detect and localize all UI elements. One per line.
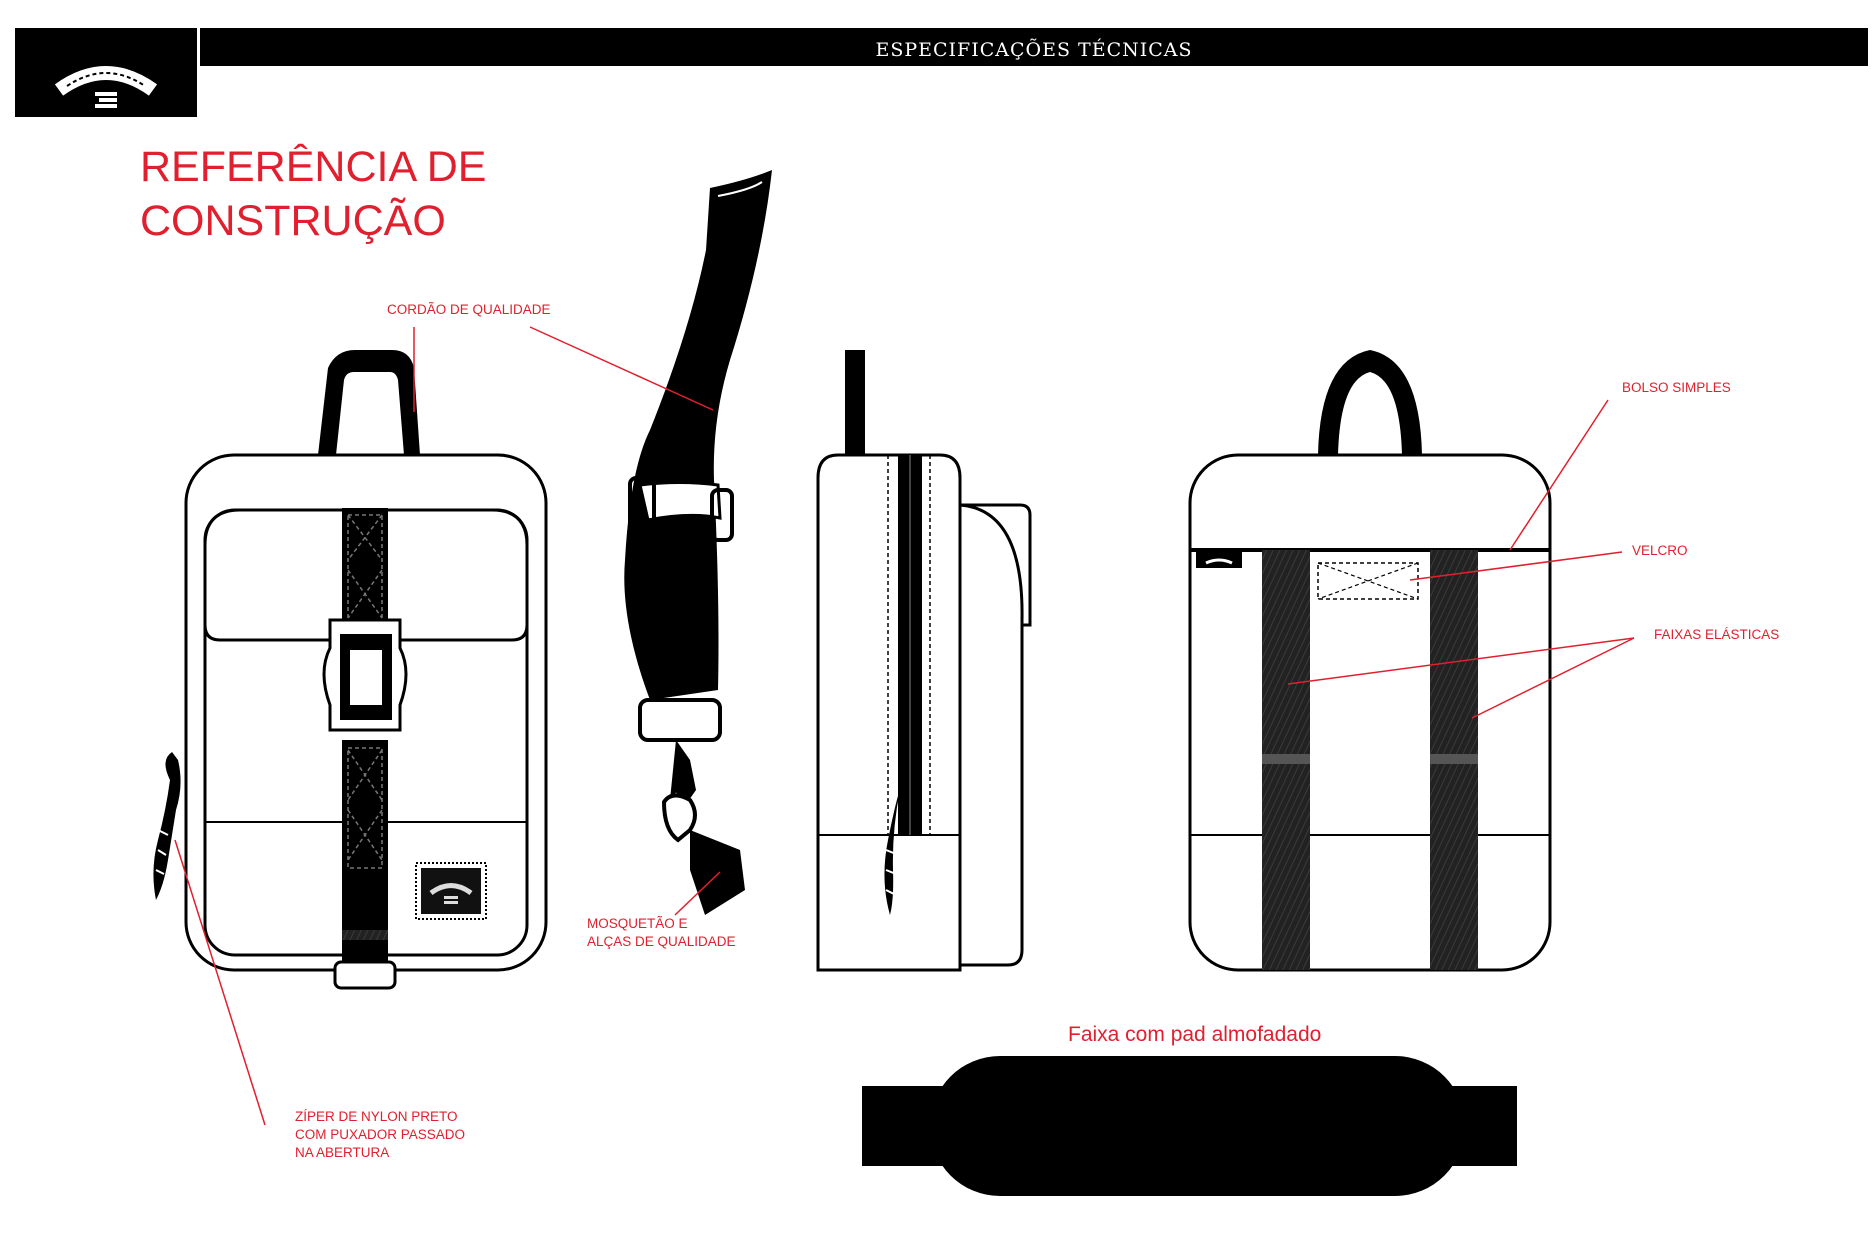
callout-lines: [174, 326, 1635, 1126]
velcro-label: VELCRO: [1632, 543, 1688, 558]
snap-hook-label: MOSQUETÃO E ALÇAS DE QUALIDADE: [587, 915, 736, 951]
heading-line-2: CONSTRUÇÃO: [140, 197, 446, 245]
section-heading: REFERÊNCIA DE CONSTRUÇÃO: [140, 140, 640, 248]
snap-label-line-2: ALÇAS DE QUALIDADE: [587, 934, 736, 949]
front-view: [153, 350, 548, 990]
elastic-bands-label: FAIXAS ELÁSTICAS: [1654, 627, 1780, 642]
side-view: [816, 350, 1032, 972]
zipper-label-line-2: COM PUXADOR PASSADO: [295, 1127, 466, 1142]
pocket-label: BOLSO SIMPLES: [1622, 380, 1731, 395]
back-view: [1188, 350, 1552, 972]
pad-strap-view: [862, 1056, 1517, 1196]
zipper-label-line-1: ZÍPER DE NYLON PRETO: [295, 1109, 458, 1124]
brand-logo: [15, 28, 197, 117]
page-title: ESPECIFICAÇÕES TÉCNICAS: [875, 39, 1193, 61]
cord-label: CORDÃO DE QUALIDADE: [387, 302, 551, 317]
snap-label-line-1: MOSQUETÃO E: [587, 916, 688, 931]
strap-view: [624, 170, 772, 915]
zipper-label: ZÍPER DE NYLON PRETO COM PUXADOR PASSADO…: [295, 1108, 465, 1162]
heading-line-1: REFERÊNCIA DE: [140, 143, 487, 191]
padded-strap-label: Faixa com pad almofadado: [1068, 1023, 1322, 1046]
title-bar: ESPECIFICAÇÕES TÉCNICAS: [200, 28, 1868, 66]
zipper-label-line-3: NA ABERTURA: [295, 1145, 390, 1160]
